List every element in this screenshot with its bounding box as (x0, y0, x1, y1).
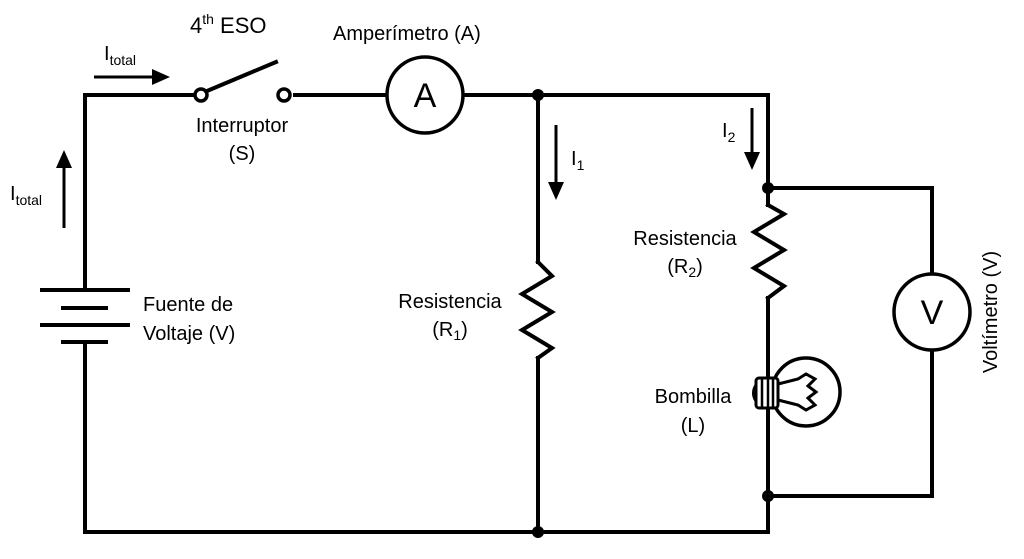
label-r2-symbol: (R2) (667, 256, 703, 280)
resistor-r2-symbol (750, 202, 788, 301)
bulb-symbol (752, 356, 842, 428)
wire-voltmeter-bottom (766, 350, 934, 498)
label-switch-symbol: (S) (229, 143, 256, 165)
label-source: Fuente de (143, 294, 233, 316)
voltmeter-letter: V (921, 294, 944, 332)
junction-dot (532, 89, 544, 101)
wires (83, 93, 934, 534)
voltage-source-symbol (40, 288, 130, 344)
arrow-head (56, 150, 72, 168)
wire-voltmeter-top (766, 186, 934, 274)
wire-top-right (463, 93, 770, 190)
wire-left-top (83, 93, 197, 292)
current-arrows (56, 69, 760, 228)
arrow-head (548, 182, 564, 200)
label-bulb: Bombilla (655, 386, 733, 408)
junctions (532, 89, 774, 538)
wire-bottom (83, 340, 770, 534)
label-itotal-left: Itotal (10, 183, 42, 208)
label-r1: Resistencia (398, 291, 502, 313)
label-r1-symbol: (R1) (432, 319, 468, 343)
switch-symbol[interactable] (193, 59, 292, 103)
label-source-2: Voltaje (V) (143, 323, 235, 345)
junction-dot (762, 182, 774, 194)
title: 4th ESO (190, 11, 267, 38)
voltmeter-symbol: V (892, 272, 972, 352)
junction-dot (532, 526, 544, 538)
arrow-head (152, 69, 170, 85)
ammeter-letter: A (414, 77, 437, 115)
arrow-head (744, 152, 760, 170)
ammeter-symbol: A (385, 55, 465, 135)
label-i1: I1 (571, 148, 585, 173)
label-switch: Interruptor (196, 115, 289, 137)
label-i2: I2 (722, 120, 736, 145)
label-voltmeter: Voltímetro (V) (980, 251, 1002, 373)
resistor-r1-symbol (518, 259, 556, 361)
label-r2: Resistencia (633, 228, 737, 250)
label-ammeter: Amperímetro (A) (333, 23, 481, 45)
label-itotal-top: Itotal (104, 43, 136, 68)
junction-dot (762, 490, 774, 502)
label-bulb-symbol: (L) (681, 415, 705, 437)
